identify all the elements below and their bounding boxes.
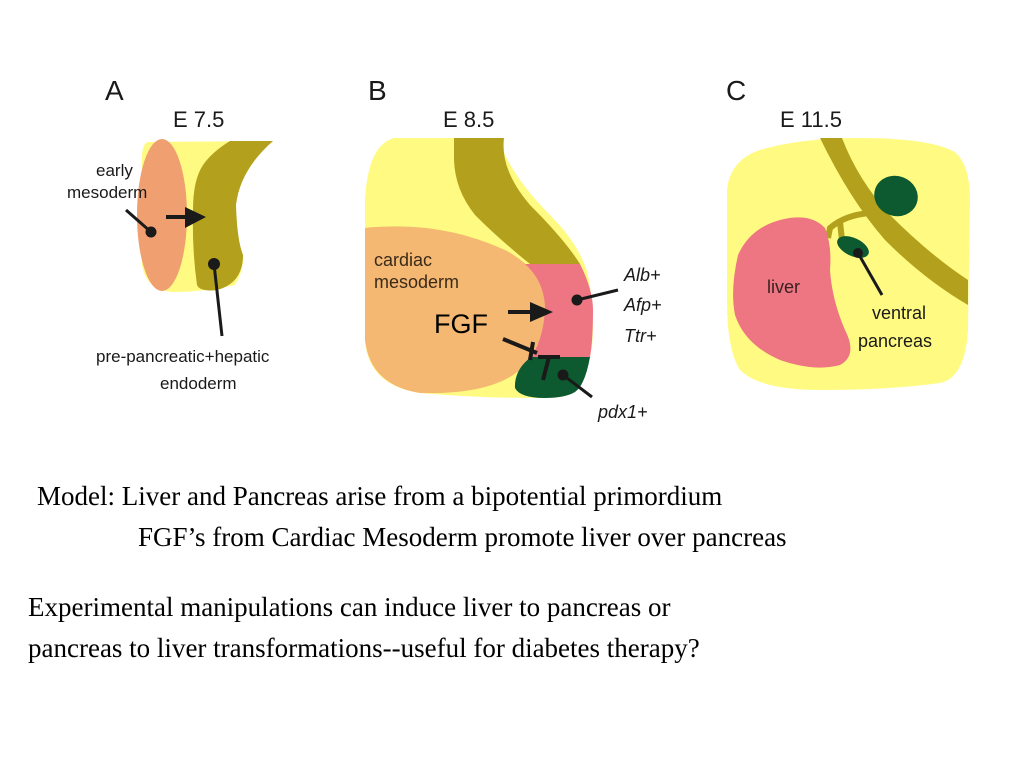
panel-a-letter: A bbox=[105, 75, 124, 106]
gut-tube bbox=[820, 138, 968, 305]
panel-b: B E 8.5 cardiac mesoderm FGF Alb+ Afp+ T… bbox=[365, 75, 662, 422]
hepatic-region bbox=[525, 264, 593, 357]
pre-pancreatic-hepatic-endoderm-region bbox=[192, 141, 273, 291]
ventral-pancreas-pointer bbox=[856, 252, 884, 296]
liver-label: liver bbox=[767, 277, 800, 297]
panel-b-letter: B bbox=[368, 75, 387, 106]
early-mesoderm-pointer-dot bbox=[145, 226, 157, 238]
hepatic-duct bbox=[825, 210, 871, 239]
induction-arrow-head bbox=[185, 207, 206, 228]
cardiac-mesoderm-label-line2: mesoderm bbox=[374, 272, 459, 292]
endoderm-label-line1: pre-pancreatic+hepatic bbox=[96, 347, 270, 366]
fgf-inhibit-t-stem bbox=[541, 356, 551, 381]
hepatic-pointer bbox=[576, 288, 619, 302]
experimental-statement-line2: pancreas to liver transformations--usefu… bbox=[28, 633, 700, 663]
panel-b-stage: E 8.5 bbox=[443, 107, 494, 132]
marker-ttr: Ttr+ bbox=[624, 326, 657, 346]
cardiac-mesoderm-label-line1: cardiac bbox=[374, 250, 432, 270]
embryo-development-figure: A E 7.5 early mesoderm pre-pancreatic+he… bbox=[67, 75, 970, 422]
model-statement-line1: Model: Liver and Pancreas arise from a b… bbox=[37, 481, 723, 511]
cardiac-mesoderm-region bbox=[365, 226, 546, 394]
marker-pdx1: pdx1+ bbox=[597, 402, 648, 422]
panel-a: A E 7.5 early mesoderm pre-pancreatic+he… bbox=[67, 75, 273, 393]
early-mesoderm-pointer bbox=[125, 208, 152, 234]
early-mesoderm-label-line2: mesoderm bbox=[67, 183, 147, 202]
endoderm-pointer bbox=[212, 263, 224, 337]
fgf-inhibit-bar bbox=[528, 341, 535, 361]
early-mesoderm-region bbox=[137, 139, 187, 291]
pancreatic-pointer bbox=[562, 373, 593, 399]
dorsal-pancreas-region bbox=[874, 175, 918, 217]
marker-alb: Alb+ bbox=[623, 265, 661, 285]
panel-c-stage: E 11.5 bbox=[780, 107, 842, 132]
panel-b-endoderm-region bbox=[454, 138, 580, 264]
ventral-pancreas-label-line1: ventral bbox=[872, 303, 926, 323]
liver-region bbox=[733, 217, 851, 368]
panel-a-stage: E 7.5 bbox=[173, 107, 224, 132]
fgf-promote-arrow-head bbox=[530, 302, 553, 322]
pancreatic-region bbox=[514, 357, 590, 398]
model-statement-line2: FGF’s from Cardiac Mesoderm promote live… bbox=[138, 522, 787, 552]
experimental-statement-line1: Experimental manipulations can induce li… bbox=[28, 592, 671, 622]
panel-c-letter: C bbox=[726, 75, 746, 106]
fgf-label: FGF bbox=[434, 309, 488, 339]
marker-afp: Afp+ bbox=[623, 295, 662, 315]
panel-c: C E 11.5 liver ventral pancreas bbox=[726, 75, 970, 390]
endoderm-label-line2: endoderm bbox=[160, 374, 237, 393]
ventral-pancreas-label-line2: pancreas bbox=[858, 331, 932, 351]
early-mesoderm-label-line1: early bbox=[96, 161, 133, 180]
